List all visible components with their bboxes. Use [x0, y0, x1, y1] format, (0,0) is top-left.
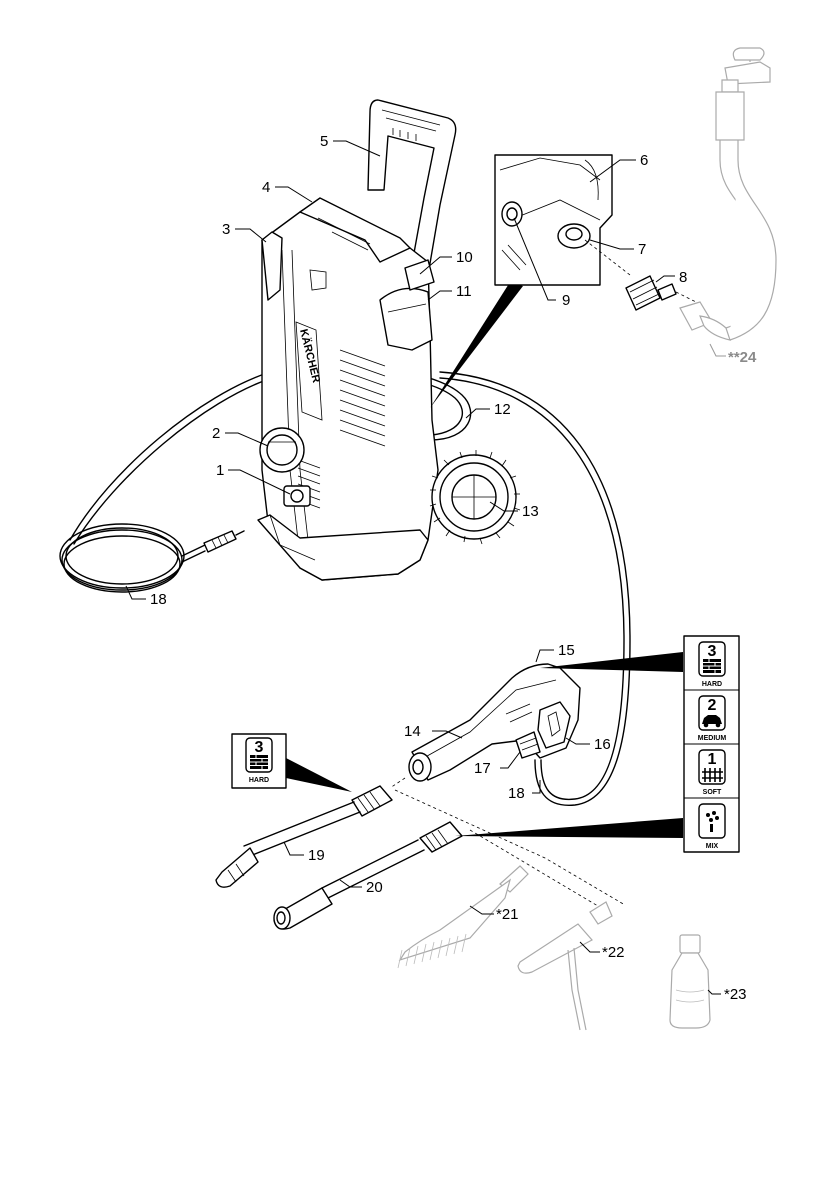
wash-brush-accessory [397, 865, 529, 969]
callout-14: 14 [404, 723, 421, 740]
callout-9: 9 [562, 292, 570, 309]
callout-12: 12 [494, 401, 511, 418]
callout-17: 17 [474, 760, 491, 777]
brick-wall-icon [703, 659, 721, 673]
callout-labels: 1 2 3 4 5 6 7 8 9 10 11 12 13 18 15 14 1… [150, 133, 757, 1003]
car-icon [702, 715, 722, 728]
callout-1: 1 [216, 462, 224, 479]
callout-11: 11 [456, 283, 472, 300]
lance-badge-hard: 3 HARD [231, 733, 287, 789]
badge-label: MEDIUM [698, 735, 727, 742]
dirt-blaster-lance [273, 821, 463, 930]
callout-7: 7 [638, 241, 646, 258]
callout-13: 13 [522, 503, 539, 520]
callout-20: 20 [366, 879, 383, 896]
badge-label: HARD [249, 777, 269, 784]
callout-8: 8 [679, 269, 687, 286]
callout-4: 4 [262, 179, 270, 196]
badge-label: HARD [702, 681, 722, 688]
pressure-washer-body: KÄRCHER [257, 99, 521, 581]
high-pressure-hose [59, 371, 273, 593]
callout-10: 10 [456, 249, 473, 266]
detergent-icon [706, 811, 719, 832]
pressure-badge-mix: MIX [698, 803, 726, 850]
callout-5: 5 [320, 133, 328, 150]
badge-label: MIX [706, 843, 719, 850]
detergent-bottle-accessory [669, 934, 711, 1029]
badge-label: SOFT [703, 789, 722, 796]
callout-24: **24 [728, 349, 757, 366]
callout-21: *21 [496, 906, 519, 923]
foam-nozzle-accessory [517, 901, 613, 1031]
leader-lines [125, 140, 726, 995]
callout-2: 2 [212, 425, 220, 442]
callout-18-gun: 18 [508, 785, 525, 802]
badge-number: 3 [708, 643, 717, 660]
callout-6: 6 [640, 152, 648, 169]
trigger-gun [408, 663, 581, 782]
callout-18-hose: 18 [150, 591, 167, 608]
callout-23: *23 [724, 986, 747, 1003]
fence-icon [702, 768, 723, 782]
pressure-badge-medium: 2 MEDIUM [698, 695, 727, 742]
badge-number: 2 [708, 697, 717, 714]
brick-wall-icon [250, 755, 268, 769]
badge-number: 3 [255, 739, 264, 756]
callout-16: 16 [594, 736, 611, 753]
callout-19: 19 [308, 847, 325, 864]
callout-22: *22 [602, 944, 625, 961]
garden-hose-accessory [679, 47, 777, 341]
callout-3: 3 [222, 221, 230, 238]
callout-15: 15 [558, 642, 575, 659]
pressure-badge-hard: 3 HARD [698, 641, 726, 688]
badge-number: 1 [708, 751, 717, 768]
pressure-badge-column: 3 HARD 2 MEDIUM 1 S [683, 635, 740, 853]
pressure-badge-soft: 1 SOFT [698, 749, 726, 796]
water-inlet-detail [430, 154, 701, 408]
vario-power-lance [215, 785, 393, 888]
